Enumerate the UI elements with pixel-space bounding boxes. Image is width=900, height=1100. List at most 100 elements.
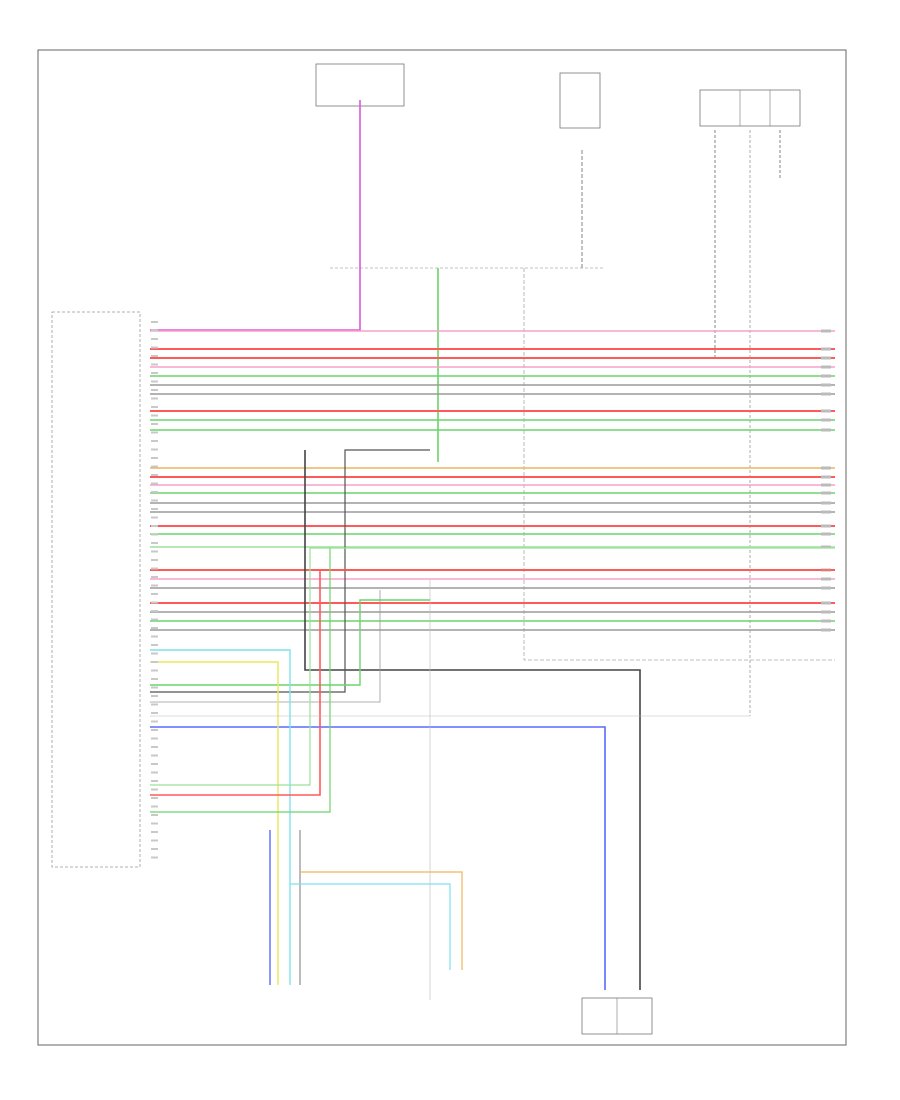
unit-pin (151, 423, 158, 425)
unit-pin (151, 474, 158, 476)
dark-gray-route-wire (150, 449, 430, 693)
unit-pin (151, 584, 158, 587)
unit-pin (151, 440, 158, 442)
unit-pin (151, 482, 158, 485)
unit-pin (151, 516, 158, 519)
unit-pin (151, 457, 158, 459)
middle-wire-terminal-6 (821, 510, 831, 514)
unit-pin (151, 508, 158, 510)
lower-wire-terminal-2 (821, 577, 831, 581)
upper-wire-terminal-3 (821, 356, 831, 360)
unit-pin (151, 814, 158, 816)
unit-pin (151, 797, 158, 799)
audio-unit-box (51, 311, 141, 868)
magenta-feed-wire (150, 100, 361, 331)
green-route-wire (150, 599, 430, 686)
unit-pin (151, 499, 158, 502)
unit-pin (151, 805, 158, 808)
unit-pin (151, 355, 158, 357)
unit-pin (151, 729, 158, 731)
light-green-wire (150, 547, 835, 786)
lower-wire-group (150, 568, 835, 632)
unit-pin (151, 338, 158, 340)
lower-wire-terminal-6 (821, 619, 831, 623)
green-vertical-wire (150, 547, 331, 813)
unit-pin (151, 550, 158, 553)
middle-wire-terminal-8 (821, 532, 831, 536)
unit-pin-ticks (151, 321, 158, 859)
unit-pin (151, 754, 158, 757)
unit-pin (151, 831, 158, 833)
middle-wire-group (150, 466, 835, 549)
unit-pin (151, 635, 158, 638)
unit-pin (151, 771, 158, 774)
unit-pin (151, 329, 158, 332)
unit-pin (151, 346, 158, 349)
unit-pin (151, 448, 158, 451)
upper-wire-terminal-7 (821, 392, 831, 396)
unit-pin (151, 746, 158, 748)
unit-pin (151, 822, 158, 825)
unit-pin (151, 363, 158, 366)
unit-pin (151, 644, 158, 646)
unit-pin (151, 686, 158, 689)
unit-pin (151, 576, 158, 578)
unit-pin (151, 414, 158, 417)
unit-pin (151, 542, 158, 544)
top-right-control-box (699, 89, 801, 127)
blue-route-wire (150, 726, 606, 990)
unit-pin (151, 533, 158, 536)
unit-pin (151, 848, 158, 850)
middle-wire-terminal-3 (821, 483, 831, 487)
unit-pin (151, 661, 158, 663)
unit-pin (151, 465, 158, 468)
lower-wire-terminal-7 (821, 628, 831, 632)
upper-wire-terminal-9 (821, 418, 831, 422)
unit-pin (151, 788, 158, 791)
middle-wire-terminal-2 (821, 475, 831, 479)
lower-wire-terminal-4 (821, 601, 831, 605)
middle-wire-terminal-4 (821, 491, 831, 495)
upper-wire-terminal-5 (821, 374, 831, 378)
unit-pin (151, 618, 158, 621)
cyan-wire (150, 649, 291, 985)
top-connector-box-1 (315, 63, 405, 107)
unit-pin (151, 389, 158, 391)
middle-wire-terminal-9 (821, 545, 831, 549)
gray-route-wire (150, 590, 381, 703)
yellow-wire (150, 661, 279, 985)
unit-pin (151, 839, 158, 842)
unit-pin (151, 601, 158, 604)
unit-pin (151, 406, 158, 408)
lower-wire-terminal-5 (821, 610, 831, 614)
orange-branch-wire (300, 871, 463, 970)
unit-pin (151, 559, 158, 561)
unit-pin (151, 652, 158, 655)
unit-pin (151, 763, 158, 765)
gray-feed-wire-1 (523, 268, 835, 661)
unit-pin (151, 669, 158, 672)
unit-pin (151, 567, 158, 570)
unit-pin (151, 720, 158, 723)
unit-pin (151, 525, 158, 527)
middle-wire-terminal-7 (821, 524, 831, 528)
upper-wire-group (150, 329, 835, 432)
upper-wire-terminal-8 (821, 409, 831, 413)
upper-wire-terminal-2 (821, 347, 831, 351)
cyan-branch-wire (290, 883, 451, 970)
unit-pin (151, 703, 158, 706)
upper-wire-terminal-10 (821, 428, 831, 432)
upper-wire-terminal-1 (821, 329, 831, 333)
upper-wire-terminal-4 (821, 365, 831, 369)
unit-pin (151, 610, 158, 612)
middle-wire-terminal-5 (821, 501, 831, 505)
unit-pin (151, 737, 158, 740)
unit-pin (151, 431, 158, 434)
unit-pin (151, 491, 158, 493)
unit-pin (151, 780, 158, 782)
page-frame (37, 49, 847, 1046)
unit-pin (151, 695, 158, 697)
unit-pin (151, 593, 158, 595)
unit-pin (151, 397, 158, 400)
